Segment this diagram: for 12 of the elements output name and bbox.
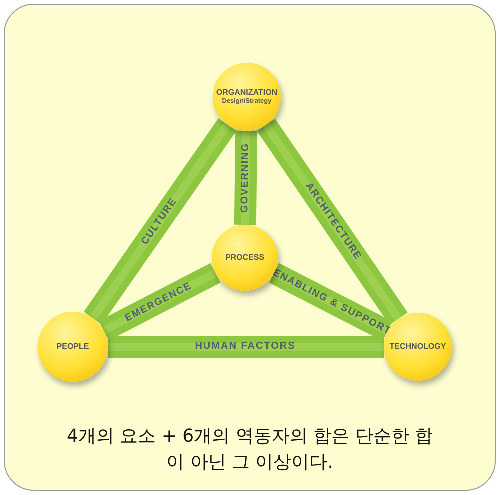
node-title: TECHNOLOGY [390,342,446,352]
connector-tube [84,118,237,325]
connector-tube [108,336,384,358]
caption: 4개의 요소 + 6개의 역동자의 합은 단순한 합이 아닌 그 이상이다. [66,425,434,475]
node-title: ORGANIZATION [216,88,278,98]
connector-tube [234,130,258,226]
connector-tube [257,118,408,326]
node-title: PEOPLE [56,342,90,352]
node-title: PROCESS [225,253,265,263]
edge-label: GOVERNING [240,142,252,213]
edge-label: HUMAN FACTORS [195,342,296,352]
connector-tube [99,263,221,341]
